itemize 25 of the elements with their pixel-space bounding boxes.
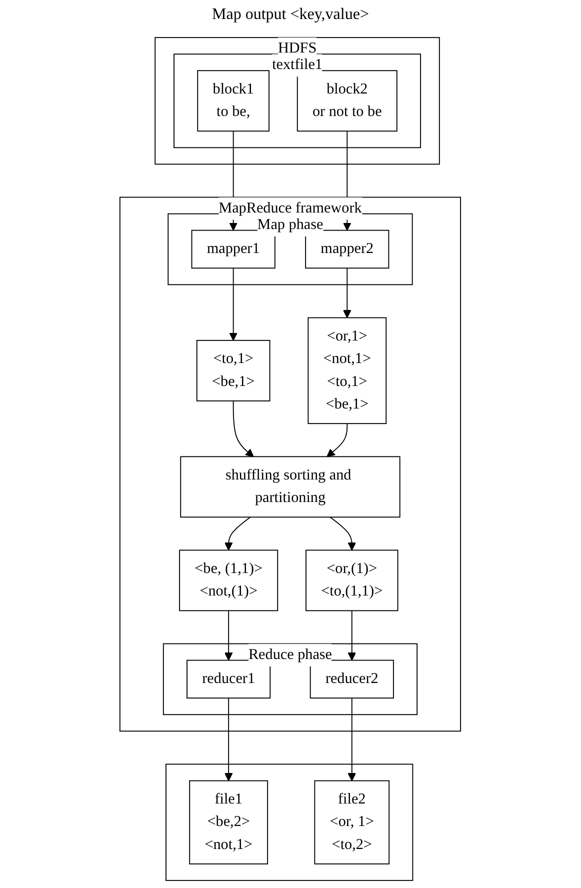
arrow — [233, 400, 254, 458]
node-box: <or,1> <not,1> <to,1> <be,1> — [308, 317, 387, 424]
arrow — [343, 268, 352, 318]
node-box: reducer1 — [186, 660, 271, 699]
arrow — [330, 516, 356, 551]
node-box: <be, (1,1)> <not,(1)> — [179, 550, 278, 612]
arrow — [224, 516, 252, 551]
node-box: mapper1 — [192, 230, 276, 269]
cluster — [166, 764, 414, 881]
arrow — [224, 610, 233, 661]
arrow — [348, 698, 356, 782]
arrow — [326, 423, 348, 458]
node-box: block1 to be, — [197, 70, 270, 132]
node-box: shuffling sorting and partitioning — [180, 456, 401, 518]
arrow — [224, 698, 233, 782]
arrow — [348, 610, 356, 661]
note-text: Map output <key,value> — [212, 6, 369, 23]
node-box: reducer2 — [310, 660, 394, 699]
node-box: file2 <or, 1> <to,2> — [314, 780, 390, 864]
node-box: <or,(1)> <to,(1,1)> — [306, 550, 399, 612]
arrow — [229, 268, 238, 341]
node-box: mapper2 — [305, 230, 390, 269]
node-box: block2 or not to be — [297, 70, 398, 132]
node-box: file1 <be,2> <not,1> — [189, 780, 268, 864]
node-box: <to,1> <be,1> — [196, 340, 271, 402]
